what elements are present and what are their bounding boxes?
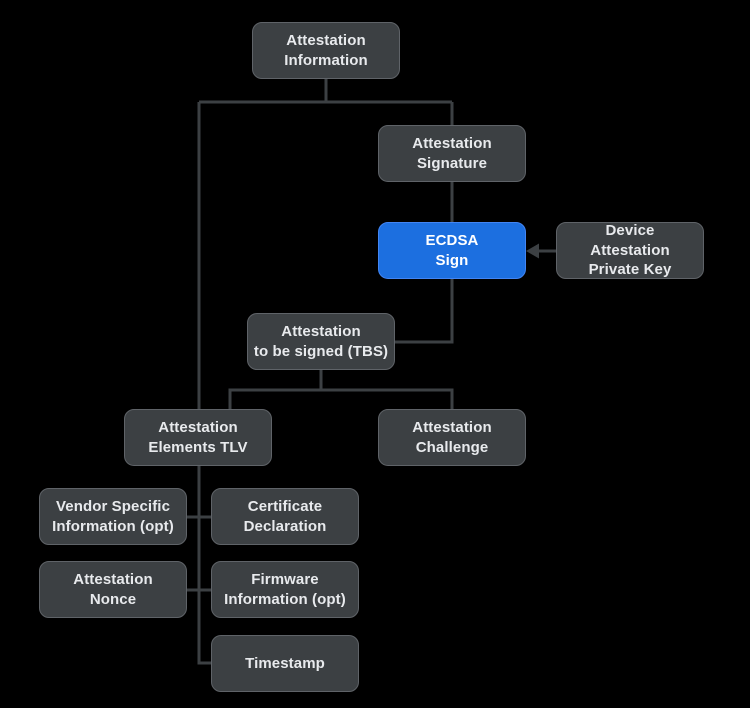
- node-label-line: ECDSA: [425, 232, 479, 249]
- node-label-line: Timestamp: [245, 654, 325, 672]
- node-label-line: Device: [605, 222, 655, 240]
- edge-tbs-split-right-to-challenge: [321, 388, 454, 409]
- node-label-line: to be signed (TBS): [253, 342, 389, 360]
- node-label-line: Elements TLV: [148, 438, 248, 456]
- node-label-line: Private Key: [588, 261, 672, 279]
- node-label-line: Signature: [416, 154, 488, 172]
- node-label-line: Sign: [435, 251, 469, 269]
- edge-ecdsa-to-tbs: [395, 279, 454, 344]
- node-label-line: Attestation: [286, 32, 366, 49]
- node-label-line: Attestation: [412, 135, 492, 152]
- arrowhead-icon: [526, 243, 539, 259]
- node-attestation-to-be-signed-tbs: Attestation to be signed (TBS): [247, 313, 395, 370]
- node-label-line: Information (opt): [52, 517, 174, 535]
- node-ecdsa-sign: ECDSA Sign: [378, 222, 526, 279]
- node-label-line: Attestation: [281, 323, 361, 340]
- node-label-line: Attestation: [73, 571, 153, 588]
- node-label-line: Challenge: [415, 438, 489, 456]
- node-timestamp: Timestamp: [211, 635, 359, 692]
- node-label-line: Information: [284, 51, 368, 69]
- node-label-line: Attestation: [590, 241, 670, 259]
- node-label-line: Vendor Specific: [55, 498, 171, 515]
- node-label-line: Attestation: [412, 419, 492, 436]
- node-label-line: Firmware: [251, 571, 319, 588]
- node-label-line: Attestation: [158, 419, 238, 436]
- edge-elements-tlv-trunk-to-timestamp: [197, 466, 211, 665]
- node-label-line: Declaration: [243, 517, 327, 535]
- node-label-line: Certificate: [247, 498, 323, 515]
- node-label-line: Nonce: [89, 590, 137, 608]
- edge-tbs-split-left-to-elements-tlv: [228, 370, 323, 409]
- node-label-line: Information (opt): [224, 590, 346, 608]
